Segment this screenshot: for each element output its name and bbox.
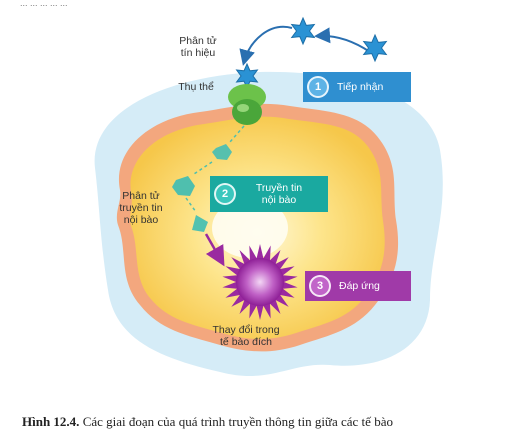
pathway-arrow: [193, 161, 213, 175]
top-cutoff-text: ... ... ... ... ...: [20, 0, 68, 8]
step-number: 2: [214, 183, 236, 205]
pathway-arrow: [185, 197, 197, 213]
caption-text: Các giai đoạn của quá trình truyền thông…: [79, 414, 393, 429]
response-burst-core: [236, 258, 284, 306]
label-intracellular-messenger: Phân tử truyền tin nội bào: [119, 190, 163, 226]
step-response: 3 Đáp ứng: [305, 271, 411, 301]
step-number: 1: [307, 76, 329, 98]
step-label: Đáp ứng: [339, 280, 380, 292]
nucleus-highlight: [212, 198, 288, 258]
messenger-molecule: [212, 144, 232, 160]
figure-caption: Hình 12.4. Các giai đoạn của quá trình t…: [22, 414, 393, 430]
response-arrow: [204, 233, 225, 267]
label-signal-molecule: Phân tử tín hiệu: [179, 35, 217, 59]
label-receptor: Thụ thể: [178, 81, 214, 93]
messenger-molecule: [192, 215, 208, 232]
step-label: Truyền tin nội bào: [255, 182, 303, 206]
response-burst: [222, 244, 298, 320]
signal-arrow-2: [239, 25, 293, 66]
caption-figure-number: Hình 12.4.: [22, 414, 80, 429]
receptor: [228, 84, 266, 125]
signal-molecule-star: [362, 33, 388, 63]
step-intracellular-transmission: 2 Truyền tin nội bào: [210, 176, 328, 212]
step-reception: 1 Tiếp nhận: [303, 72, 411, 102]
step-label: Tiếp nhận: [337, 81, 384, 93]
messenger-molecule: [172, 176, 195, 196]
label-change-in-target-cell: Thay đổi trong tế bào đích: [212, 324, 280, 348]
step-number: 3: [309, 275, 331, 297]
signal-molecule-star: [290, 16, 316, 46]
signal-arrow-1: [314, 27, 371, 53]
